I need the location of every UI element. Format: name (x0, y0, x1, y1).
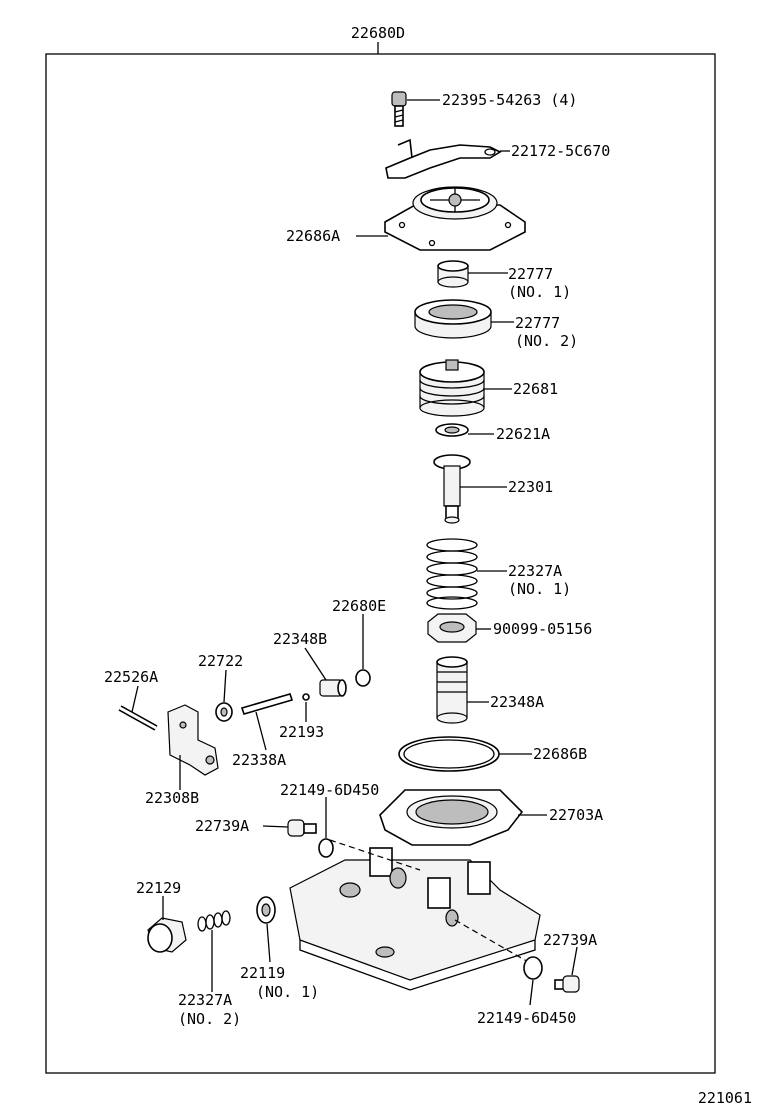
label-plug: 22129 (136, 879, 181, 897)
screw-part (391, 91, 407, 127)
lever-part (167, 704, 219, 776)
leader-lines (131, 99, 578, 1006)
label-valve-holder: 22348A (490, 693, 544, 711)
spring-no1-part (426, 538, 478, 610)
plunger-part (433, 454, 471, 524)
label-bolt-left: 22739A (195, 817, 249, 835)
piston-part (419, 359, 485, 417)
label-shaft: 22338A (232, 751, 286, 769)
o-ring-inner (403, 739, 495, 769)
alignment-line-left (329, 839, 421, 871)
shaft-part (240, 693, 294, 715)
label-lever: 22308B (145, 789, 199, 807)
housing-cover-part (384, 186, 526, 251)
label-washer-no1-sub: (NO. 1) (256, 983, 319, 1001)
label-washer-left: 22149-6D450 (280, 781, 379, 799)
washer-left-part (318, 838, 334, 858)
bracket-part (385, 138, 502, 179)
spring-no2-part (197, 910, 231, 932)
washer-no1-inner (261, 903, 271, 917)
label-cap-no1: 22777 (508, 265, 553, 283)
ring-no2-part (414, 299, 492, 339)
ball-part (302, 693, 310, 701)
bushing-part (215, 702, 233, 722)
figure-number: 221061 (698, 1089, 752, 1107)
label-cap-no1-sub: (NO. 1) (508, 283, 571, 301)
label-o-ring: 22686B (533, 745, 587, 763)
gasket-part (355, 669, 371, 687)
label-washer-right: 22149-6D450 (477, 1009, 576, 1027)
bolt-left-part (287, 819, 317, 837)
label-plunger: 22301 (508, 478, 553, 496)
alignment-line-right (454, 919, 531, 964)
label-pin: 22526A (104, 668, 158, 686)
pin-part (118, 705, 158, 731)
label-washer: 22621A (496, 425, 550, 443)
label-screw: 22395-54263 (4) (442, 91, 577, 109)
label-bushing: 22722 (198, 652, 243, 670)
label-spring-no2-sub: (NO. 2) (178, 1010, 241, 1028)
pump-body-part (289, 789, 541, 991)
bolt-right-part (554, 975, 580, 993)
label-ball: 22193 (279, 723, 324, 741)
label-stop-bolt: 22348B (273, 630, 327, 648)
label-bracket: 22172-5C670 (511, 142, 610, 160)
label-nut: 90099-05156 (493, 620, 592, 638)
label-ring-no2: 22777 (515, 314, 560, 332)
label-pump-body: 22703A (549, 806, 603, 824)
label-spring-no1: 22327A (508, 562, 562, 580)
assembly-frame (45, 53, 716, 1074)
label-ring-no2-sub: (NO. 2) (515, 332, 578, 350)
label-gasket: 22680E (332, 597, 386, 615)
stop-bolt-part (319, 679, 347, 697)
label-spring-no1-sub: (NO. 1) (508, 580, 571, 598)
label-piston: 22681 (513, 380, 558, 398)
assembly-number: 22680D (351, 24, 405, 42)
label-spring-no2: 22327A (178, 991, 232, 1009)
label-bolt-right: 22739A (543, 931, 597, 949)
washer-part (435, 423, 469, 437)
label-washer-no1: 22119 (240, 964, 285, 982)
nut-part (427, 613, 477, 643)
plug-part (147, 917, 187, 953)
cap-no1-part (437, 260, 469, 288)
o-ring-part (398, 736, 500, 772)
valve-holder-part (436, 656, 468, 724)
washer-right-part (523, 956, 543, 980)
label-housing-cover: 22686A (286, 227, 340, 245)
